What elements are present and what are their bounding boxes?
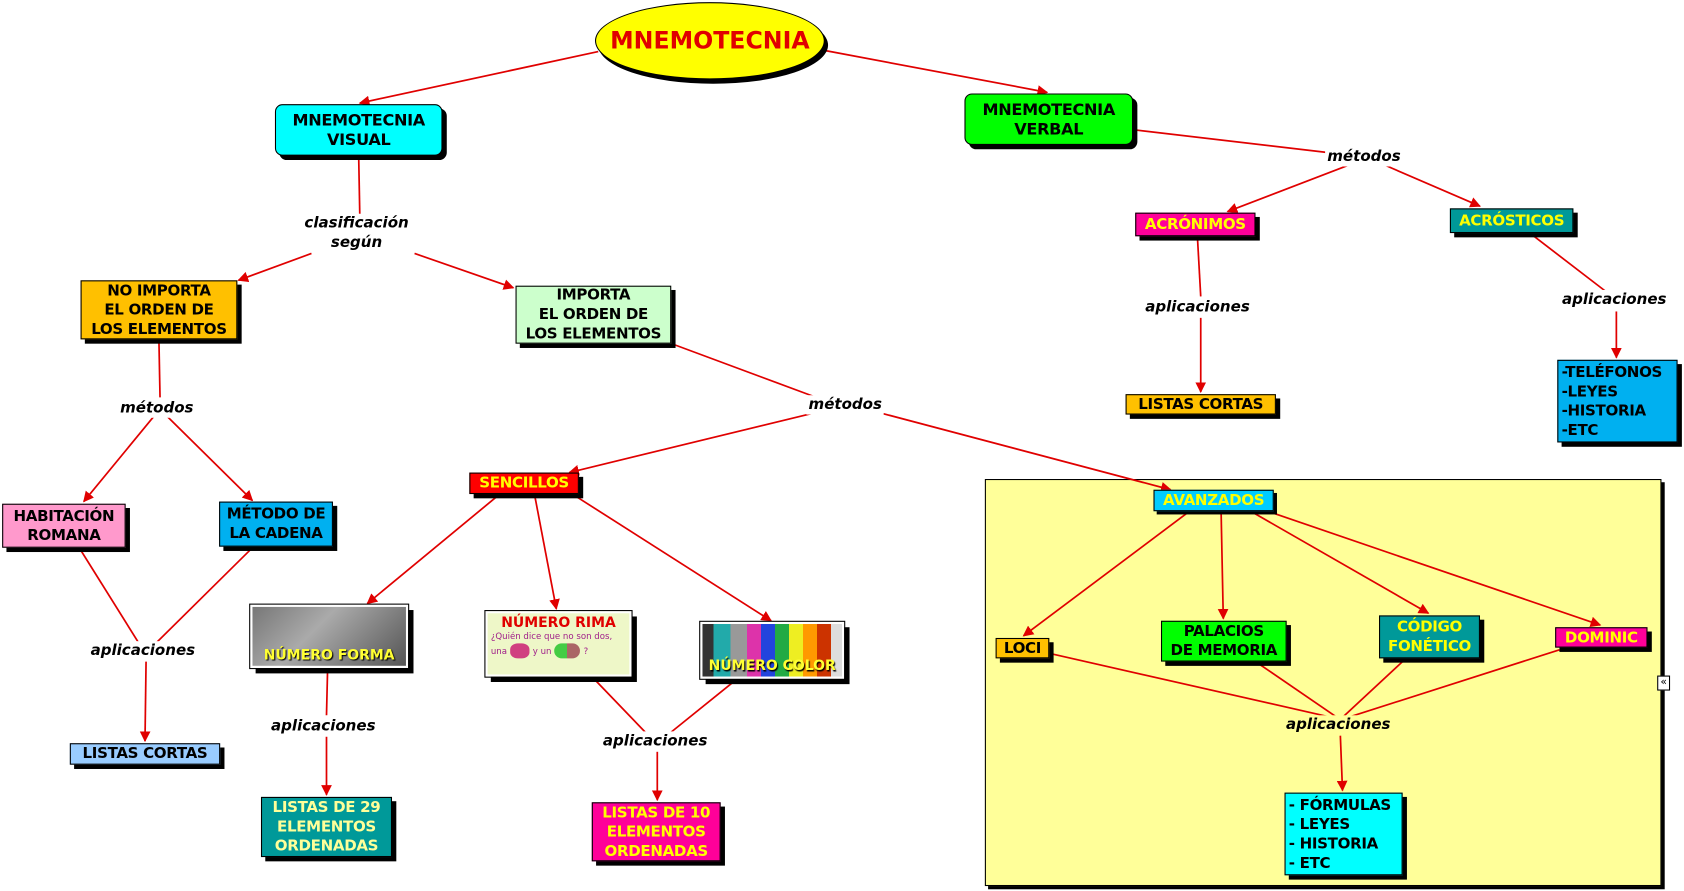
node-label: LOS ELEMENTOS bbox=[525, 325, 662, 343]
node-numero-forma-image[interactable]: NÚMERO FORMA bbox=[249, 603, 410, 670]
link-aplicaciones: aplicaciones bbox=[600, 731, 710, 751]
node-label: ROMANA bbox=[27, 526, 101, 544]
node-label: - LEYES bbox=[1288, 815, 1350, 833]
butterfly-icon bbox=[510, 643, 530, 659]
node-label: NÚMERO COLOR bbox=[708, 658, 836, 675]
node-numero-rima-image[interactable]: NÚMERO RIMA ¿Quién dice que no son dos, … bbox=[484, 610, 633, 678]
link-aplicaciones: aplicaciones bbox=[88, 641, 198, 661]
rima-text: ¿Quién dice que no son dos, bbox=[490, 631, 613, 642]
node-label: ACRÓNIMOS bbox=[1144, 215, 1246, 234]
node-label: ELEMENTOS bbox=[606, 823, 706, 841]
link-aplicaciones: aplicaciones bbox=[1283, 715, 1393, 735]
node-label: -HISTORIA bbox=[1561, 402, 1647, 420]
node-formulas-list[interactable]: - FÓRMULAS- LEYES - HISTORIA- ETC bbox=[1284, 792, 1403, 876]
node-label: - HISTORIA bbox=[1288, 835, 1378, 853]
node-numero-color-image[interactable]: NÚMERO COLOR bbox=[699, 620, 846, 680]
node-avanzados[interactable]: AVANZADOS bbox=[1153, 489, 1274, 512]
node-label: LISTAS DE 10 bbox=[602, 803, 711, 822]
node-label: NO IMPORTA bbox=[107, 281, 211, 300]
node-label: - FÓRMULAS bbox=[1288, 796, 1391, 814]
node-label: SENCILLOS bbox=[479, 474, 569, 492]
node-label: CÓDIGO bbox=[1396, 618, 1463, 636]
node-acronimos[interactable]: ACRÓNIMOS bbox=[1135, 212, 1256, 237]
node-label: ELEMENTOS bbox=[277, 818, 376, 836]
node-label: -TELÉFONOS bbox=[1561, 363, 1663, 381]
node-label: LISTAS DE 29 bbox=[272, 799, 381, 817]
node-label: MNEMOTECNIA bbox=[292, 110, 425, 130]
root-label: MNEMOTECNIA bbox=[610, 27, 810, 55]
node-acrosticos[interactable]: ACRÓSTICOS bbox=[1449, 208, 1574, 234]
node-label: - ETC bbox=[1288, 854, 1331, 872]
node-label: LA CADENA bbox=[229, 525, 323, 543]
node-label: LOS ELEMENTOS bbox=[91, 320, 227, 338]
node-label: NÚMERO RIMA bbox=[501, 615, 616, 632]
node-label: AVANZADOS bbox=[1163, 491, 1265, 510]
node-label: EL ORDEN DE bbox=[538, 306, 649, 324]
node-label: MNEMOTECNIA bbox=[982, 99, 1116, 120]
node-listas-cortas[interactable]: LISTAS CORTAS bbox=[69, 743, 221, 765]
node-label: DOMINIC bbox=[1564, 628, 1638, 647]
node-label: VISUAL bbox=[326, 129, 391, 150]
link-aplicaciones: aplicaciones bbox=[1143, 297, 1252, 317]
node-label: EL ORDEN DE bbox=[104, 301, 214, 319]
node-dominic[interactable]: DOMINIC bbox=[1555, 627, 1648, 648]
link-clasificacion-segun: clasificación según bbox=[302, 213, 411, 253]
node-label: PALACIOS bbox=[1183, 622, 1264, 641]
node-label: DE MEMORIA bbox=[1170, 642, 1278, 660]
node-listas-cortas-verbal[interactable]: LISTAS CORTAS bbox=[1125, 394, 1276, 415]
rima-text: y un bbox=[532, 646, 552, 656]
node-label: LISTAS CORTAS bbox=[82, 745, 208, 763]
node-label: ACRÓSTICOS bbox=[1459, 212, 1565, 230]
node-label: HABITACIÓN bbox=[13, 507, 115, 525]
node-sencillos[interactable]: SENCILLOS bbox=[469, 472, 579, 495]
snail-icon bbox=[554, 643, 581, 659]
node-label: -ETC bbox=[1561, 421, 1599, 439]
rima-text: ? bbox=[583, 646, 589, 656]
node-label: ORDENADAS bbox=[274, 837, 379, 855]
node-label: ORDENADAS bbox=[604, 842, 709, 860]
node-label: MÉTODO DE bbox=[226, 505, 326, 524]
node-telefonos-list[interactable]: -TELÉFONOS-LEYES-HISTORIA-ETC bbox=[1557, 359, 1678, 443]
node-label: LOCI bbox=[1003, 639, 1042, 657]
root-node[interactable]: MNEMOTECNIA bbox=[594, 2, 825, 80]
link-label: clasificación bbox=[304, 214, 409, 232]
link-metodos: métodos bbox=[117, 398, 196, 418]
collapse-icon[interactable]: « bbox=[1657, 675, 1671, 691]
node-label: NÚMERO FORMA bbox=[263, 647, 395, 664]
node-label: -LEYES bbox=[1561, 382, 1618, 401]
node-label: FONÉTICO bbox=[1387, 637, 1471, 656]
node-label: LISTAS CORTAS bbox=[1138, 395, 1264, 413]
rima-text: una bbox=[490, 646, 507, 656]
link-aplicaciones: aplicaciones bbox=[268, 716, 378, 736]
link-label: según bbox=[330, 234, 383, 252]
link-metodos: métodos bbox=[806, 395, 885, 415]
node-loci[interactable]: LOCI bbox=[995, 637, 1050, 659]
node-label: VERBAL bbox=[1014, 119, 1084, 139]
node-label: IMPORTA bbox=[556, 286, 631, 304]
link-metodos: métodos bbox=[1325, 147, 1403, 167]
link-aplicaciones: aplicaciones bbox=[1559, 289, 1669, 310]
